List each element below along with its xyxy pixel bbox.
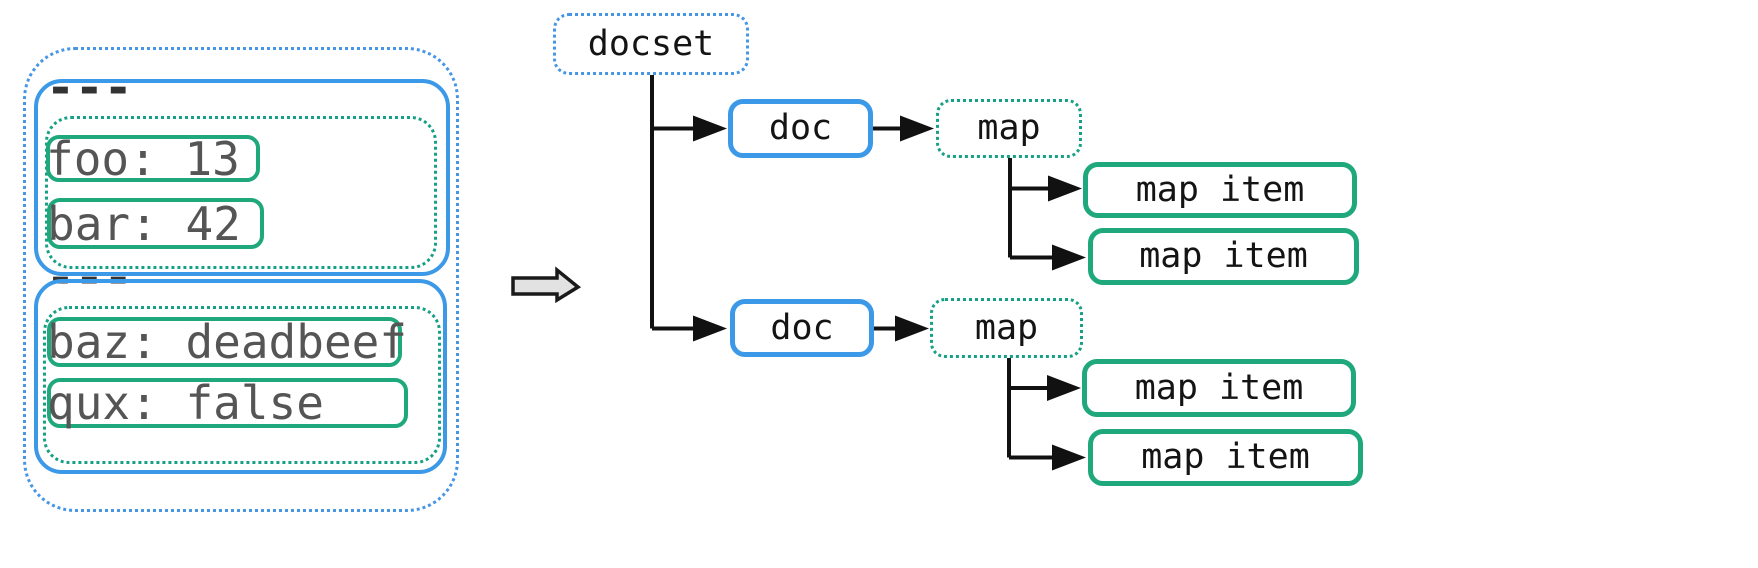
node-label: docset (587, 23, 715, 64)
source-doc-outline (34, 79, 450, 276)
source-map-outline (45, 116, 437, 269)
yaml-doc-separator: --- (46, 64, 133, 112)
yaml-entry-text: foo: 13 (46, 131, 240, 186)
yaml-entry: baz: deadbeef (47, 317, 407, 367)
node-label: map item (1134, 367, 1304, 408)
yaml-entry-text: bar: 42 (47, 196, 241, 251)
arrowhead-icon (900, 115, 934, 142)
yaml-entry-text: qux: false (47, 376, 324, 430)
node-label: doc (770, 307, 834, 348)
source-doc-outline (34, 279, 447, 474)
tree-node-map-item: map item (1088, 228, 1359, 285)
tree-node-doc: doc (728, 99, 873, 158)
tree-node-doc: doc (730, 299, 874, 357)
node-label: map item (1141, 437, 1310, 477)
arrowhead-icon (1048, 175, 1082, 202)
source-map-outline (43, 306, 441, 464)
arrowhead-icon (895, 315, 929, 342)
node-label: map item (1139, 236, 1308, 276)
yaml-entry-text: baz: deadbeef (47, 315, 408, 369)
yaml-entry: qux: false (47, 378, 408, 428)
tree-node-map-item: map item (1088, 429, 1363, 486)
tree-node-map-item: map item (1083, 162, 1357, 218)
arrowhead-icon (693, 115, 727, 142)
transform-arrow-icon (511, 266, 582, 304)
arrowhead-icon (693, 315, 727, 342)
separator-text: --- (46, 60, 133, 116)
arrowhead-icon (1047, 375, 1081, 401)
tree-node-map-item: map item (1082, 359, 1356, 417)
tree-node-map: map (930, 298, 1083, 358)
node-label: map item (1135, 169, 1305, 210)
tree-node-map: map (936, 99, 1082, 158)
arrowhead-icon (1052, 244, 1086, 271)
arrowhead-icon (1052, 444, 1086, 471)
node-label: map (977, 108, 1041, 148)
node-label: map (974, 307, 1039, 348)
yaml-entry: foo: 13 (46, 135, 260, 182)
tree-node-docset: docset (553, 13, 749, 75)
node-label: doc (768, 108, 833, 148)
yaml-entry: bar: 42 (47, 198, 264, 249)
source-docset-outline (23, 47, 459, 512)
